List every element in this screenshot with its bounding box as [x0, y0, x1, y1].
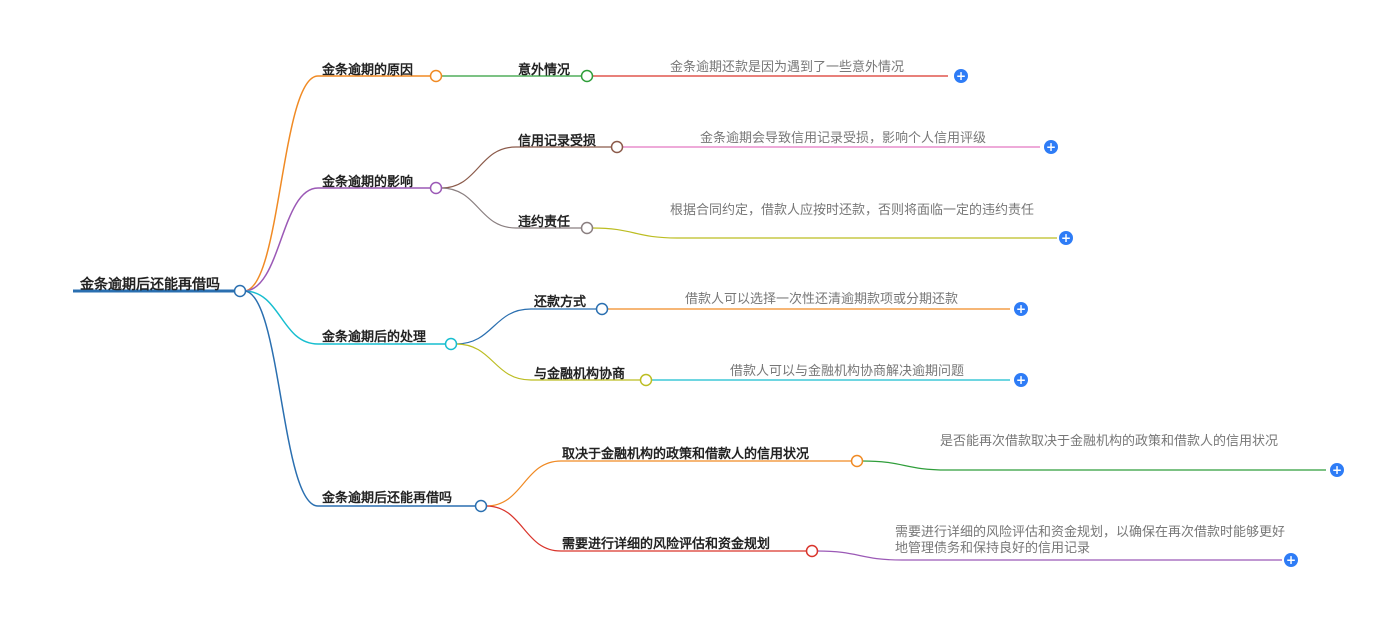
subtopic-negotiate[interactable]: 与金融机构协商: [534, 367, 626, 382]
root-node-dot[interactable]: [233, 284, 247, 298]
leaf-credit-damage: 金条逾期会导致信用记录受损，影响个人信用评级: [700, 131, 987, 146]
topic-node-dot[interactable]: [429, 181, 443, 195]
expand-plus-icon[interactable]: +: [954, 69, 968, 83]
expand-plus-icon[interactable]: +: [1330, 463, 1344, 477]
leaf-line: [861, 460, 948, 471]
node-dots: [233, 69, 864, 558]
expand-plus-icon[interactable]: +: [1044, 140, 1058, 154]
leaf-line: [591, 227, 678, 239]
subbranch-line: [455, 308, 532, 345]
subtopic-node-dot[interactable]: [850, 454, 864, 468]
subtopic-node-dot[interactable]: [580, 221, 594, 235]
subtopic-node-dot[interactable]: [580, 69, 594, 83]
leaf-liability: 根据合同约定，借款人应按时还款，否则将面临一定的违约责任: [670, 203, 1035, 218]
leaf-accident: 金条逾期还款是因为遇到了一些意外情况: [670, 60, 905, 75]
topic-causes[interactable]: 金条逾期的原因: [322, 63, 414, 78]
expand-plus-icon[interactable]: +: [1284, 553, 1298, 567]
topic-node-dot[interactable]: [429, 69, 443, 83]
leaf-line: [816, 550, 903, 561]
expand-plus-icon[interactable]: +: [1014, 302, 1028, 316]
leaf-negotiate: 借款人可以与金融机构协商解决逾期问题: [730, 364, 965, 379]
leaf-risk-planning: 需要进行详细的风险评估和资金规划，以确保在再次借款时能够更好地管理债务和保持良好…: [895, 525, 1286, 556]
subtopic-repayment[interactable]: 还款方式: [534, 295, 587, 310]
leaf-repayment: 借款人可以选择一次性还清逾期款项或分期还款: [685, 292, 959, 307]
subbranch-line: [485, 460, 562, 507]
subtopic-risk-planning[interactable]: 需要进行详细的风险评估和资金规划: [562, 537, 771, 552]
branch-line: [243, 75, 319, 292]
subtopic-node-dot[interactable]: [639, 373, 653, 387]
topic-impact[interactable]: 金条逾期的影响: [322, 175, 414, 190]
expand-plus-icon[interactable]: +: [1059, 231, 1073, 245]
subtopic-credit-damage[interactable]: 信用记录受损: [518, 134, 597, 149]
subbranch-line: [440, 146, 517, 189]
subtopic-liability[interactable]: 违约责任: [518, 215, 571, 230]
branch-line: [243, 290, 319, 345]
subbranch-line: [440, 187, 517, 229]
subtopic-node-dot[interactable]: [805, 544, 819, 558]
connector-lines: [73, 75, 1326, 561]
root-topic[interactable]: 金条逾期后还能再借吗: [80, 277, 220, 293]
topic-borrow-again[interactable]: 金条逾期后还能再借吗: [322, 491, 453, 506]
topic-node-dot[interactable]: [444, 337, 458, 351]
topic-node-dot[interactable]: [474, 499, 488, 513]
leaf-policy: 是否能再次借款取决于金融机构的政策和借款人的信用状况: [940, 434, 1279, 449]
subbranch-line: [485, 505, 562, 552]
branch-line: [243, 187, 319, 292]
branch-line: [243, 290, 319, 507]
subtopic-node-dot[interactable]: [595, 302, 609, 316]
subtopic-node-dot[interactable]: [610, 140, 624, 154]
subtopic-accident[interactable]: 意外情况: [518, 63, 571, 78]
subtopic-policy[interactable]: 取决于金融机构的政策和借款人的信用状况: [562, 447, 810, 462]
subbranch-line: [455, 343, 532, 381]
topic-handling[interactable]: 金条逾期后的处理: [322, 330, 427, 345]
expand-plus-icon[interactable]: +: [1014, 373, 1028, 387]
